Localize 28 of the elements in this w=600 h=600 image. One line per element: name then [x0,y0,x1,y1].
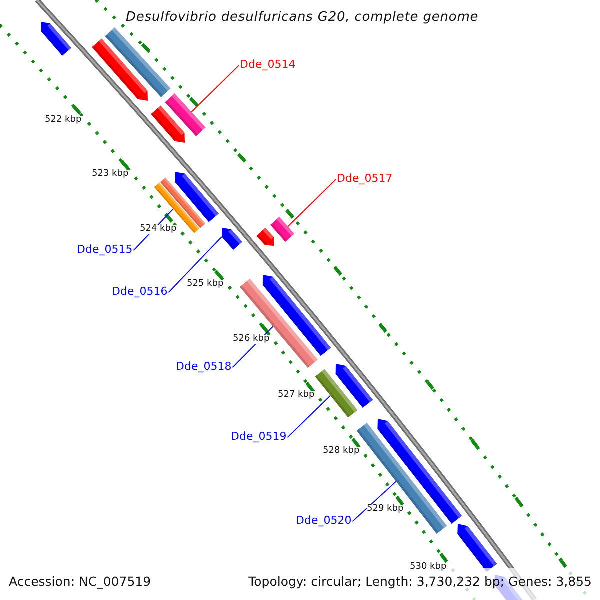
leader-line [352,481,397,522]
gene-label: Dde_0514 [240,59,296,70]
gene-label: Dde_0519 [231,431,287,442]
scale-label: 524 kbp [140,225,177,234]
scale-label: 530 kbp [410,563,447,572]
scale-label: 526 kbp [233,335,270,344]
leader-line [287,395,332,438]
accession-text: Accession: NC_007519 [9,576,152,588]
gene-label: Dde_0517 [337,173,393,184]
leader-line [168,236,222,294]
genome-summary: Topology: circular; Length: 3,730,232 bp; Genes: 3,855 [248,576,592,588]
gene-label: Dde_0520 [296,515,352,526]
leader-line [191,65,240,113]
gene-label: Dde_0515 [77,244,133,255]
gene-feature [222,228,242,250]
gene-feature [165,94,206,136]
scale-label: 522 kbp [45,116,82,125]
scale-label: 527 kbp [278,391,315,400]
gene-feature [270,217,294,242]
leader-line [288,179,336,228]
scale-label: 523 kbp [92,170,129,179]
map-title: Desulfovibrio desulfuricans G20, complete genome [126,11,479,24]
gene-label: Dde_0516 [112,286,168,297]
scale-label: 525 kbp [187,280,224,289]
gene-feature [315,369,358,418]
gene-label: Dde_0518 [176,361,232,372]
scale-label: 528 kbp [323,447,360,456]
scale-label: 529 kbp [367,505,404,514]
